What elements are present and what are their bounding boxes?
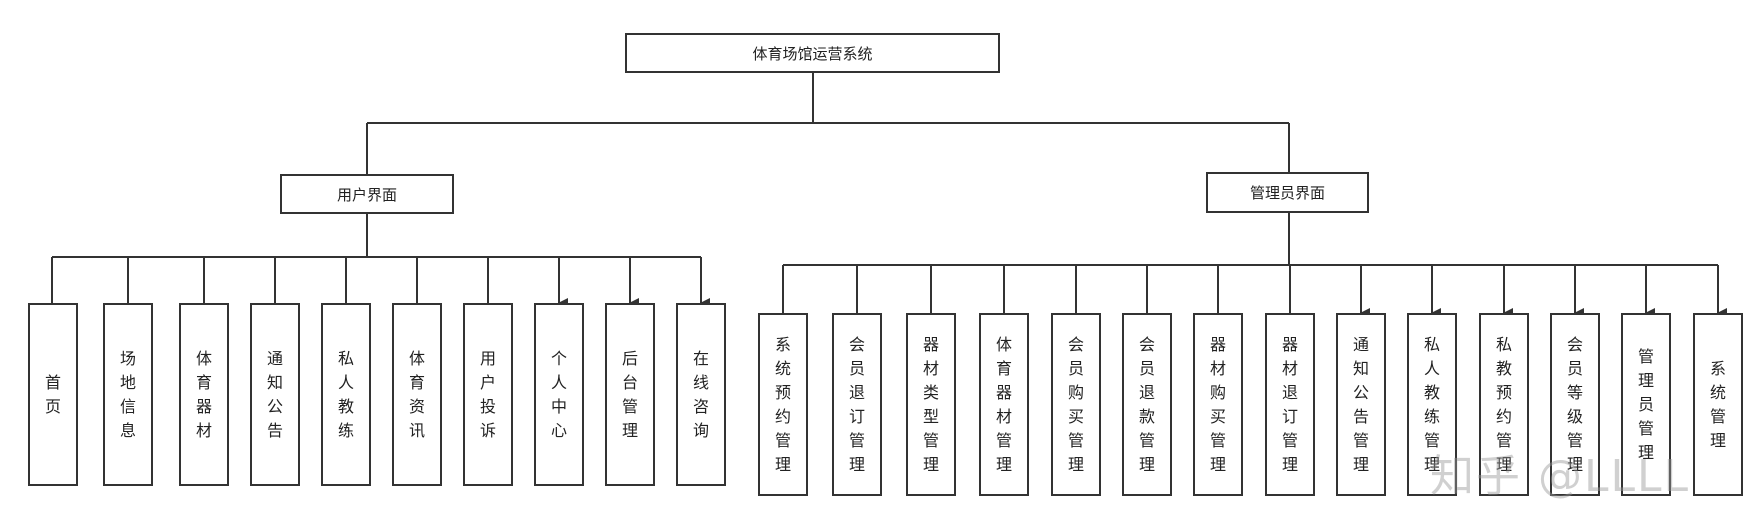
admin-module-trainer-booking-mgmt: 私教预约管理 [1479, 313, 1529, 496]
user-module-personal-center: 个人中心 [534, 303, 584, 486]
admin-module-booking-mgmt: 系统预约管理 [758, 313, 808, 496]
admin-module-label: 器材类型管理 [922, 334, 939, 474]
user-interface-node: 用户界面 [280, 174, 454, 214]
user-module-label: 首页 [44, 372, 61, 416]
root-node: 体育场馆运营系统 [625, 33, 1000, 73]
user-module-label: 用户投诉 [479, 348, 496, 440]
user-module-admin-backend: 后台管理 [605, 303, 655, 486]
user-module-complaint: 用户投诉 [463, 303, 513, 486]
admin-module-label: 器材购买管理 [1209, 334, 1226, 474]
user-module-label: 体育器材 [195, 348, 212, 440]
admin-module-label: 系统预约管理 [774, 334, 791, 474]
admin-module-label: 会员退款管理 [1138, 334, 1155, 474]
user-module-sports-news: 体育资讯 [392, 303, 442, 486]
admin-module-label: 体育器材管理 [995, 334, 1012, 474]
user-module-home: 首页 [28, 303, 78, 486]
admin-module-equipment-purchase-mgmt: 器材购买管理 [1193, 313, 1243, 496]
admin-module-system-mgmt: 系统管理 [1693, 313, 1743, 496]
admin-module-member-level-mgmt: 会员等级管理 [1550, 313, 1600, 496]
root-label: 体育场馆运营系统 [752, 44, 873, 63]
admin-module-label: 私人教练管理 [1423, 334, 1440, 474]
admin-module-member-purchase-mgmt: 会员购买管理 [1051, 313, 1101, 496]
watermark: 知乎 @LLLL [1430, 451, 1691, 502]
admin-module-member-cancel-mgmt: 会员退订管理 [832, 313, 882, 496]
user-module-label: 在线咨询 [692, 348, 709, 440]
admin-module-label: 会员等级管理 [1566, 334, 1583, 474]
admin-module-equipment-type-mgmt: 器材类型管理 [906, 313, 956, 496]
admin-module-label: 器材退订管理 [1281, 334, 1298, 474]
admin-interface-node: 管理员界面 [1206, 172, 1369, 213]
admin-module-administrator-mgmt: 管理员管理 [1621, 313, 1671, 496]
user-module-label: 场地信息 [119, 348, 136, 440]
user-module-sports-equipment: 体育器材 [179, 303, 229, 486]
user-module-notice: 通知公告 [250, 303, 300, 486]
admin-module-trainer-mgmt: 私人教练管理 [1407, 313, 1457, 496]
user-module-online-consult: 在线咨询 [676, 303, 726, 486]
admin-module-label: 系统管理 [1709, 358, 1726, 450]
admin-interface-label: 管理员界面 [1249, 184, 1325, 202]
admin-module-label: 私教预约管理 [1495, 334, 1512, 474]
user-interface-label: 用户界面 [336, 185, 397, 204]
admin-module-equipment-mgmt: 体育器材管理 [979, 313, 1029, 496]
user-module-label: 后台管理 [621, 348, 638, 440]
admin-module-equipment-cancel-mgmt: 器材退订管理 [1265, 313, 1315, 496]
admin-module-label: 管理员管理 [1637, 346, 1654, 462]
admin-module-member-refund-mgmt: 会员退款管理 [1122, 313, 1172, 496]
admin-module-notice-mgmt: 通知公告管理 [1336, 313, 1386, 496]
user-module-venue-info: 场地信息 [103, 303, 153, 486]
user-module-label: 通知公告 [266, 348, 283, 440]
admin-module-label: 通知公告管理 [1352, 334, 1369, 474]
admin-module-label: 会员退订管理 [848, 334, 865, 474]
user-module-personal-trainer: 私人教练 [321, 303, 371, 486]
user-module-label: 个人中心 [550, 348, 567, 440]
admin-module-label: 会员购买管理 [1067, 334, 1084, 474]
user-module-label: 私人教练 [337, 348, 354, 440]
user-module-label: 体育资讯 [408, 348, 425, 440]
